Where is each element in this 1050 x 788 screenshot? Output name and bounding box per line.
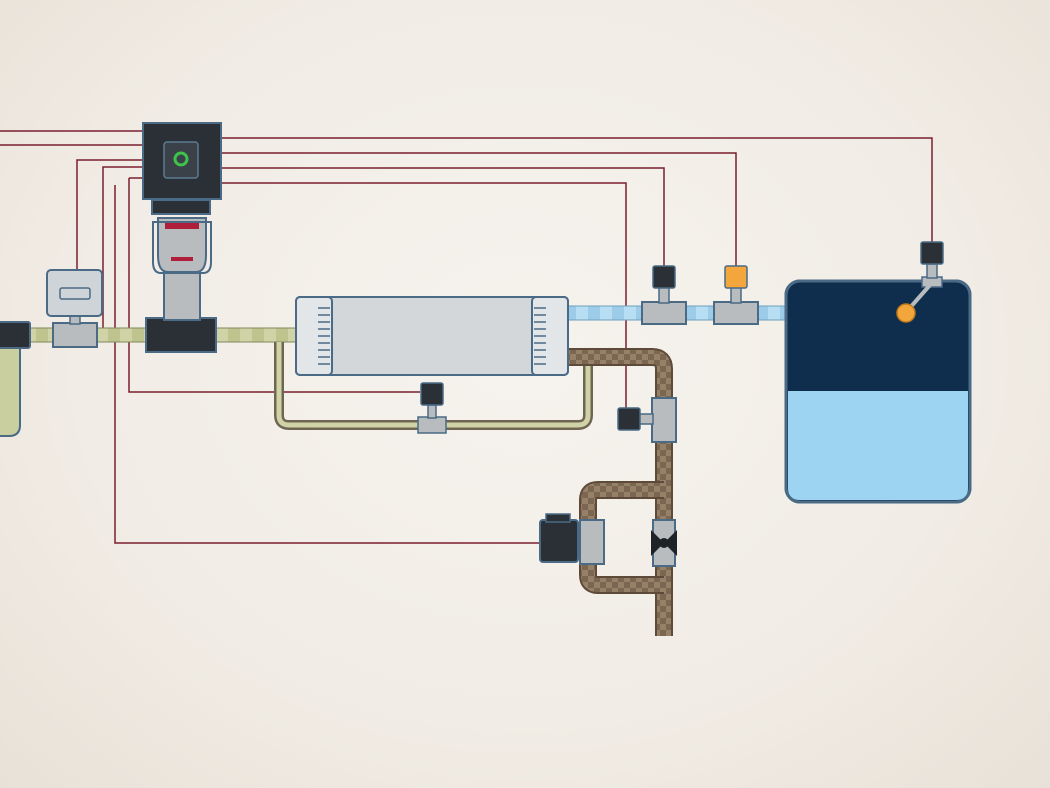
flow-meter-display bbox=[59, 287, 91, 300]
sensor-head-orange-icon bbox=[724, 265, 748, 289]
permeate-sensor-2 bbox=[713, 265, 759, 325]
pre-filter-head bbox=[0, 321, 31, 349]
level-switch-head-icon bbox=[920, 241, 944, 265]
signal-wires bbox=[0, 130, 933, 544]
controller bbox=[142, 122, 222, 200]
membrane-end-cap-right bbox=[531, 296, 569, 376]
pre-filter-housing bbox=[0, 321, 31, 437]
wire-concentrate-sensor bbox=[221, 182, 627, 410]
feed-pump bbox=[145, 199, 217, 353]
pump-coupling bbox=[151, 199, 211, 215]
recirculation-sensor bbox=[417, 382, 447, 434]
inlet-flow-meter bbox=[46, 269, 103, 348]
concentrate-pipe bbox=[568, 348, 673, 636]
tank-level-switch bbox=[896, 241, 944, 323]
solenoid-coil-icon bbox=[539, 519, 579, 563]
flow-meter-display-housing bbox=[46, 269, 103, 317]
product-tank bbox=[784, 279, 972, 504]
wire-flow-meter bbox=[76, 159, 143, 270]
wire-permeate-sensor-2 bbox=[221, 152, 737, 268]
sensor-head-icon bbox=[617, 407, 641, 431]
sensor-head-icon bbox=[420, 382, 444, 406]
wire-pump bbox=[102, 166, 143, 330]
tank-water bbox=[788, 391, 968, 500]
status-light-icon bbox=[173, 151, 189, 167]
membrane-end-cap-left bbox=[295, 296, 333, 376]
concentrate-ball-valve bbox=[651, 519, 677, 567]
pump-shaft bbox=[163, 271, 201, 321]
pump-red-band-bottom bbox=[171, 257, 193, 261]
wire-recirculation-sensor bbox=[128, 177, 420, 393]
membrane-module bbox=[295, 296, 569, 376]
pump-red-band-top bbox=[165, 223, 199, 229]
permeate-sensor-1 bbox=[641, 265, 687, 325]
pump-body bbox=[145, 317, 217, 353]
wire-solenoid-valve bbox=[114, 185, 540, 544]
sensor-head-icon bbox=[652, 265, 676, 289]
wire-tank-level bbox=[221, 137, 933, 244]
controller-panel bbox=[163, 141, 199, 179]
float-ball-icon bbox=[896, 303, 916, 323]
concentrate-sensor bbox=[617, 397, 677, 443]
wire-permeate-sensor-1 bbox=[221, 167, 665, 268]
concentrate-solenoid-valve bbox=[539, 513, 605, 565]
